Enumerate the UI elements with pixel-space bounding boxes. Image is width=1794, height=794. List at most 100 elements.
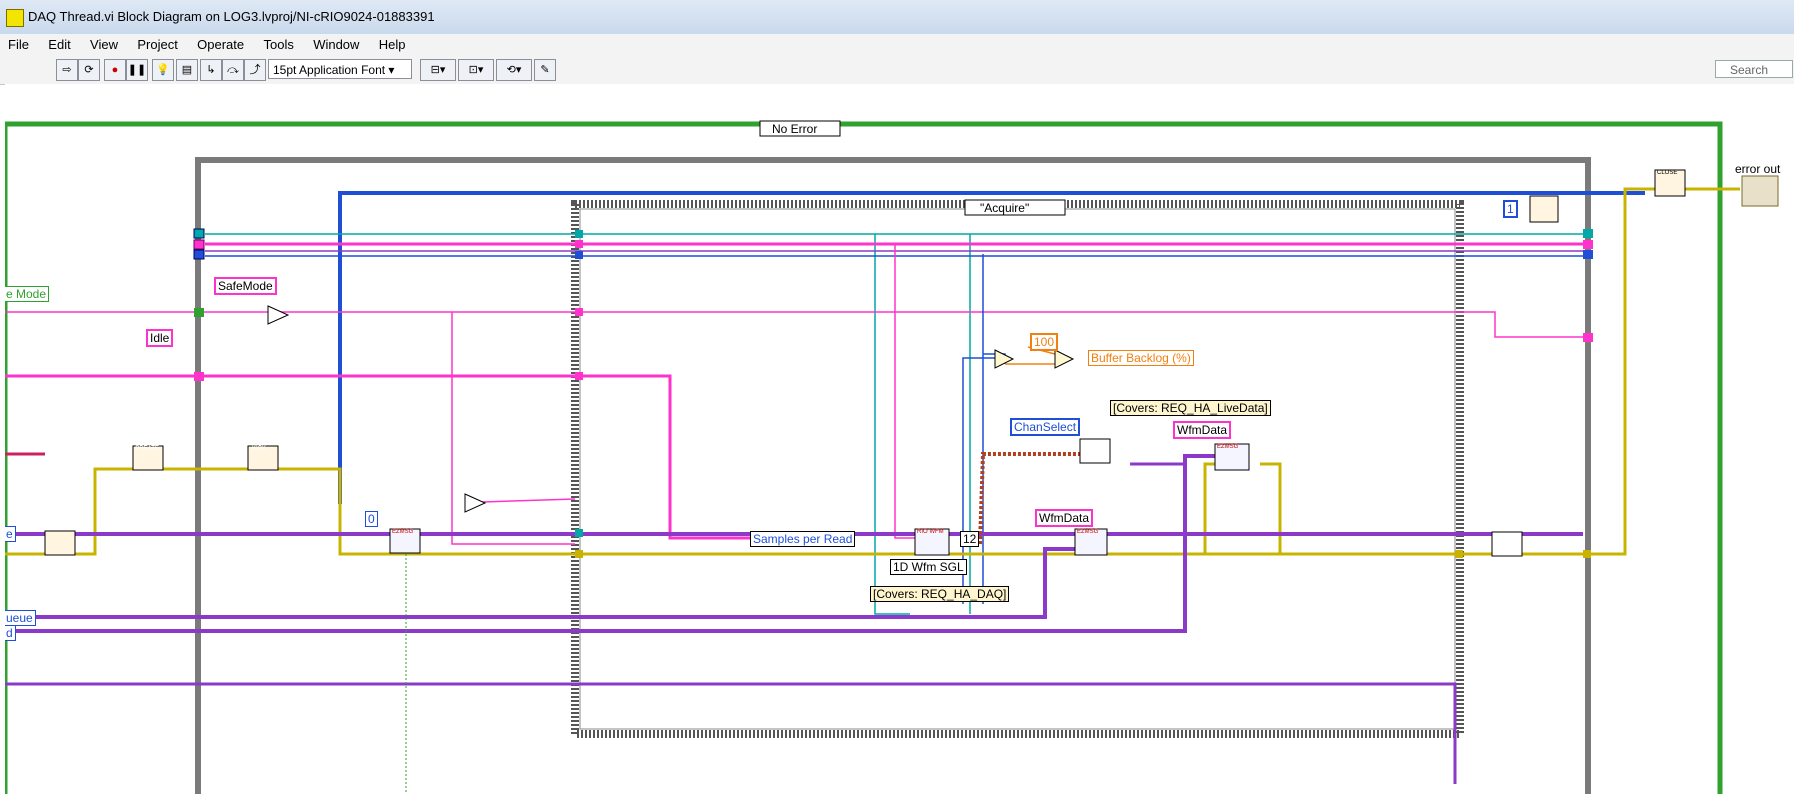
ezmsg-header-1: EZMSG [392, 529, 414, 535]
kick-subvi[interactable] [247, 445, 279, 471]
rio-wfm-subvi[interactable] [914, 528, 950, 556]
wire-yellow-error-2 [1455, 187, 1660, 556]
wfmdata-label-bottom: WfmData [1035, 509, 1094, 527]
loop-tunnel-error [1583, 550, 1591, 558]
menu-help[interactable]: Help [378, 37, 406, 52]
step-over-icon[interactable]: ⤼ [222, 59, 244, 81]
distribute-objects-icon[interactable]: ⊡▾ [458, 59, 494, 81]
title-bar: DAQ Thread.vi Block Diagram on LOG3.lvpr… [0, 0, 1794, 35]
error-out-label: error out [1735, 162, 1781, 176]
create-subvi-header: CREATE [135, 446, 159, 452]
queue-label: ueue [5, 610, 36, 626]
covers-livedata-label: [Covers: REQ_HA_LiveData] [1110, 400, 1271, 416]
hundred-constant[interactable]: 100 [1030, 333, 1059, 351]
wire-purple-3 [5, 454, 1230, 633]
inner-case-selector-text: "Acquire" [980, 201, 1029, 215]
zero-constant[interactable]: 0 [365, 511, 378, 527]
mode-label: e Mode [5, 286, 50, 302]
abort-icon[interactable]: ● [104, 59, 126, 81]
tunnel-blue-right [1583, 250, 1593, 259]
ezmsg-subvi-3[interactable] [1214, 443, 1250, 471]
multiply-node[interactable] [1054, 349, 1075, 369]
block-diagram-canvas[interactable]: No Error "Acquire" [5, 84, 1794, 794]
inner-tunnel-4 [575, 308, 583, 316]
wfm-type-ring[interactable]: 1D Wfm SGL [890, 559, 967, 575]
samples-per-read-node[interactable]: Samples per Read [750, 531, 856, 547]
step-into-icon[interactable]: ↳ [200, 59, 222, 81]
wire-pink-4 [451, 312, 575, 545]
menu-view[interactable]: View [90, 37, 118, 52]
run-continuously-icon[interactable]: ⟳ [78, 59, 100, 81]
ezmsg-header-3: EZMSG [1217, 444, 1239, 450]
retain-wire-values-icon[interactable]: ▤ [176, 59, 198, 81]
outer-case-selector[interactable] [759, 120, 841, 137]
ezmsg-subvi-2[interactable] [1074, 528, 1108, 556]
cleanup-diagram-icon[interactable]: ✎ [534, 59, 556, 81]
wire-blue-divide-2 [962, 357, 995, 604]
error-out-indicator[interactable] [1741, 175, 1779, 207]
wire-red-cluster [978, 452, 1090, 545]
pause-icon[interactable]: ❚❚ [126, 59, 148, 81]
align-objects-icon[interactable]: ⊟▾ [420, 59, 456, 81]
inner-case-border [579, 208, 1456, 730]
inner-tunnel-2 [575, 240, 583, 248]
create-subvi[interactable] [132, 445, 164, 471]
wait-subvi[interactable] [1529, 195, 1559, 223]
close-subvi[interactable] [1654, 169, 1686, 197]
tunnel-teal-right [1583, 229, 1593, 238]
chanselect-control[interactable]: ChanSelect [1010, 418, 1081, 436]
dequeue-subvi[interactable] [44, 530, 76, 556]
ezmsg-header-2: EZMSG [1077, 529, 1099, 535]
safemode-constant[interactable]: SafeMode [214, 277, 277, 295]
one-constant[interactable]: 1 [1503, 200, 1518, 218]
menu-operate[interactable]: Operate [197, 37, 245, 52]
inner-tunnel-3 [575, 251, 583, 259]
wire-purple-2 [5, 547, 1080, 619]
run-arrow-icon[interactable]: ⇨ [56, 59, 78, 81]
buffer-backlog-indicator[interactable]: Buffer Backlog (%) [1088, 350, 1194, 366]
index-array-subvi[interactable] [1079, 438, 1111, 464]
close-subvi-header: CLOSE [1657, 170, 1677, 176]
idle-constant[interactable]: Idle [146, 329, 174, 347]
window-title: DAQ Thread.vi Block Diagram on LOG3.lvpr… [28, 9, 435, 24]
menu-tools[interactable]: Tools [263, 37, 294, 52]
inner-case-selector[interactable] [964, 199, 1066, 216]
wire-pink-mode [5, 311, 1583, 338]
menu-window[interactable]: Window [313, 37, 360, 52]
highlight-execution-icon[interactable]: 💡 [152, 59, 174, 81]
menu-edit[interactable]: Edit [48, 37, 71, 52]
outer-case-selector-text: No Error [772, 122, 817, 136]
wire-pink-5 [481, 498, 576, 503]
menu-file[interactable]: File [8, 37, 29, 52]
tunnel-teal [193, 228, 205, 239]
wire-yellow-error [5, 467, 1455, 556]
wfmdata-label-top: WfmData [1173, 421, 1232, 439]
menu-project[interactable]: Project [137, 37, 178, 52]
ezmsg-subvi-1[interactable] [389, 528, 421, 554]
diagram-svg: No Error "Acquire" [5, 120, 1779, 794]
rio-wfm-header: RIO WFM [917, 529, 944, 535]
inner-tunnel-5 [575, 372, 583, 380]
wire-pink-2 [5, 374, 755, 540]
select-node-2[interactable] [464, 493, 487, 513]
reorder-icon[interactable]: ⟲▾ [496, 59, 532, 81]
wire-purple-4 [5, 682, 1457, 784]
d-label: d [5, 625, 16, 641]
inner-case-structure [571, 200, 1464, 738]
labview-icon [6, 9, 24, 27]
wire-pink-3 [894, 244, 920, 539]
divide-node[interactable] [994, 349, 1015, 369]
select-node-1[interactable] [267, 305, 290, 325]
wire-yellow-error-4 [1100, 462, 1235, 556]
step-out-icon[interactable]: ⤴ [244, 59, 266, 81]
toolbar: ⇨ ⟳ ● ❚❚ 💡 ▤ ↳ ⤼ ⤴ 15pt Application Font… [0, 56, 1794, 85]
font-select[interactable]: 15pt Application Font ▾ [268, 59, 412, 79]
twelve-constant[interactable]: 12 [960, 531, 980, 547]
while-loop [195, 157, 1591, 794]
menu-bar: File Edit View Project Operate Tools Win… [0, 34, 1794, 56]
search-input[interactable]: Search [1715, 60, 1793, 78]
tunnel-mode-right [1583, 333, 1593, 342]
kick-subvi-header: KICK [252, 446, 266, 452]
error-handler-subvi[interactable] [1491, 531, 1523, 557]
covers-daq-label: [Covers: REQ_HA_DAQ] [870, 586, 1010, 602]
